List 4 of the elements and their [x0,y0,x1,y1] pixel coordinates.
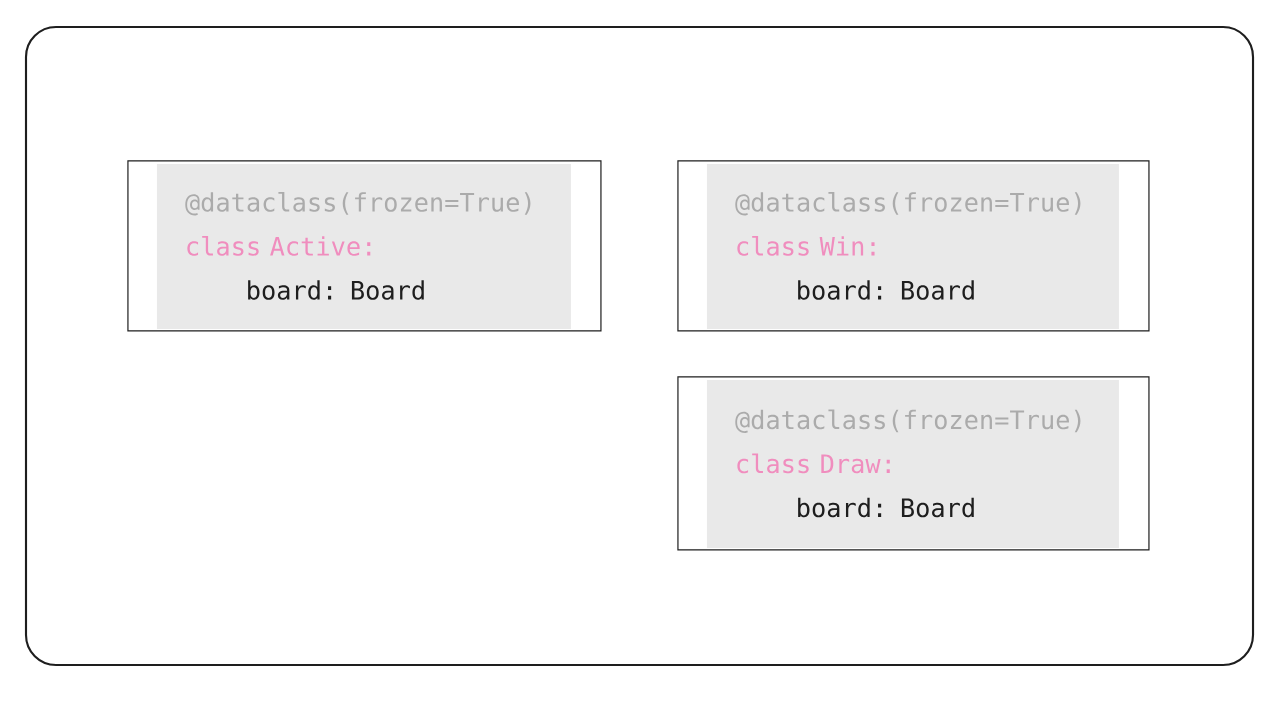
rounded-frame [24,25,1255,667]
code-box: @dataclass(frozen=True) class Draw: board: Board [677,376,1150,551]
code-box: @dataclass(frozen=True) class Win: board: Board [677,160,1150,332]
code-box: @dataclass(frozen=True) class Active: board: Board [127,160,602,332]
